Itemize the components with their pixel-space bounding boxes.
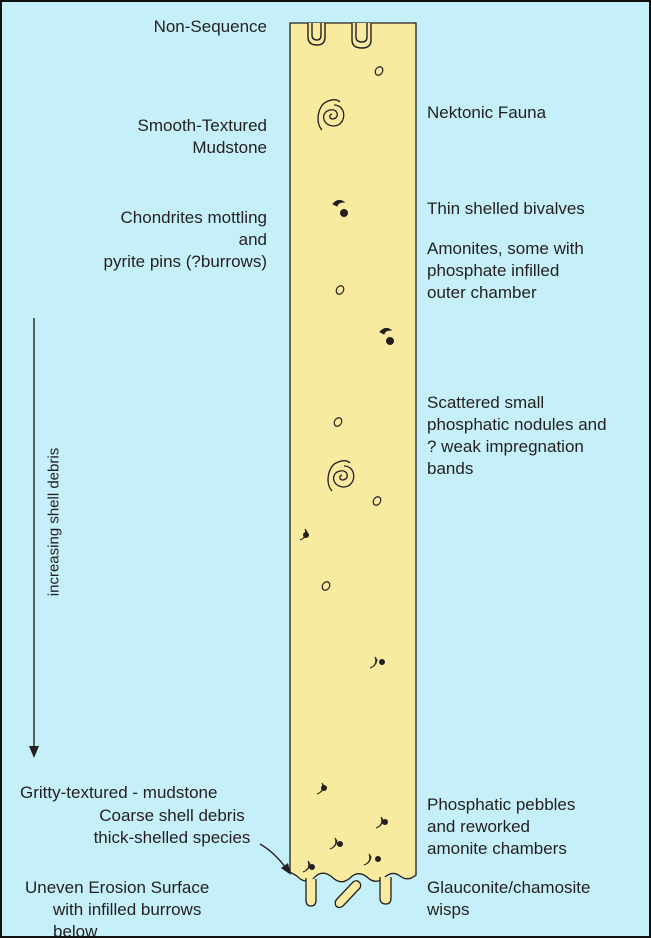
sediment-column (290, 23, 416, 882)
label-smooth-mudstone: Smooth-Textured Mudstone (138, 115, 267, 159)
label-thin-shelled-bivalves: Thin shelled bivalves (427, 198, 585, 220)
trend-label: increasing shell debris (46, 448, 63, 596)
increasing-shell-debris-arrow (29, 318, 39, 758)
label-phosphatic-nodules: Scattered small phosphatic nodules and ?… (427, 392, 607, 480)
label-glauconite-wisps: Glauconite/chamosite wisps (427, 877, 590, 921)
label-chondrites: Chondrites mottling and pyrite pins (?bu… (104, 207, 267, 273)
label-gritty-mudstone: Gritty-textured - mudstone (20, 782, 217, 804)
label-erosion-surface: Uneven Erosion Surface with infilled bur… (25, 877, 209, 938)
label-nektonic-fauna: Nektonic Fauna (427, 102, 546, 124)
label-coarse-shell-debris: Coarse shell debris thick-shelled specie… (72, 805, 272, 849)
label-phosphatic-pebbles: Phosphatic pebbles and reworked amonite … (427, 794, 575, 860)
label-amonites: Amonites, some with phosphate infilled o… (427, 238, 584, 304)
label-non-sequence: Non-Sequence (154, 16, 267, 38)
